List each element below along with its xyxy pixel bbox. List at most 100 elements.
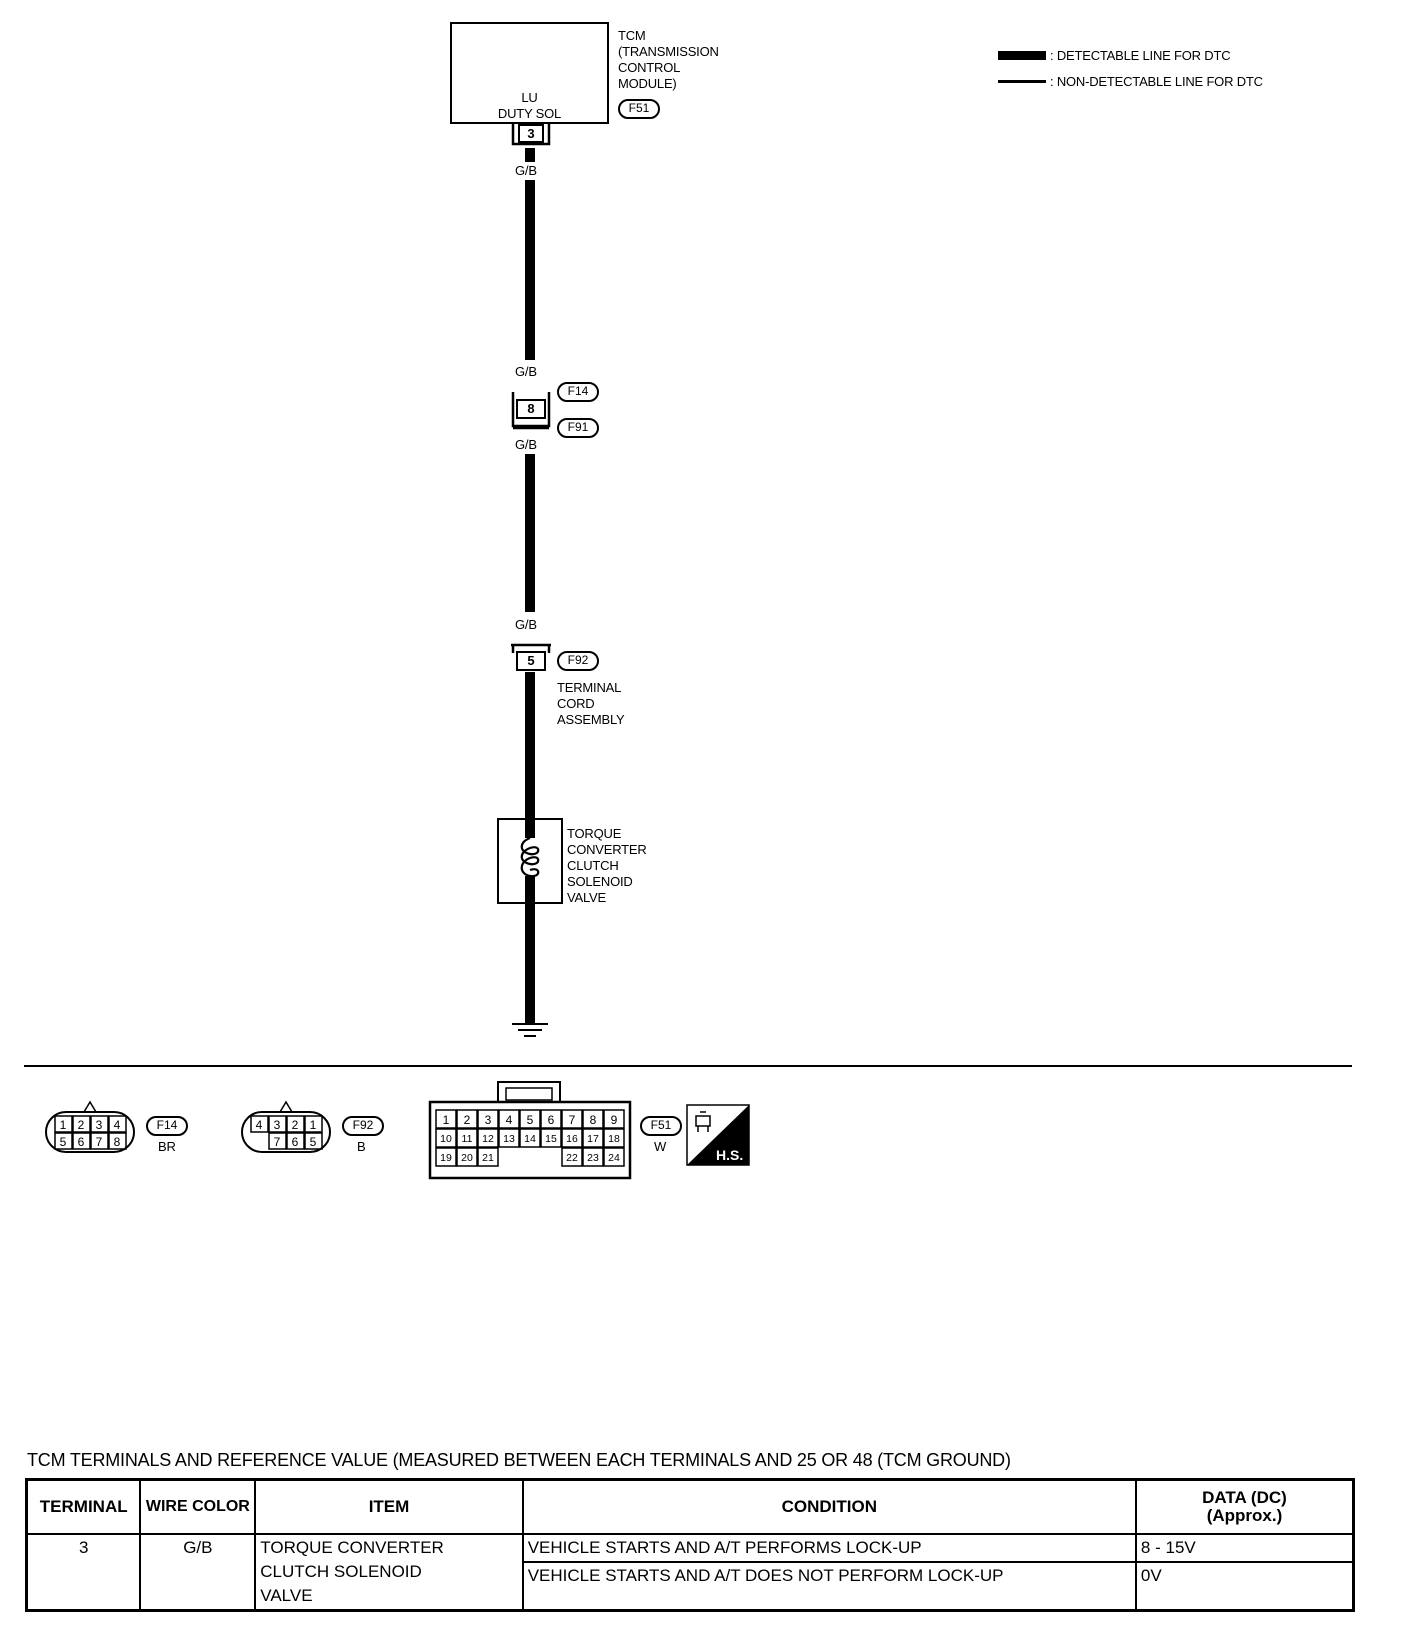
detectable-line-swatch — [998, 51, 1046, 60]
connector-f14-face: 1 2 3 4 5 6 7 8 — [45, 1100, 135, 1153]
f51-pin-20: 20 — [461, 1152, 473, 1164]
wire-segment-1 — [525, 148, 535, 162]
f92-color: B — [357, 1139, 366, 1154]
legend-detectable-label: : DETECTABLE LINE FOR DTC — [1050, 48, 1231, 63]
f51-color: W — [654, 1139, 667, 1154]
terminal-cord-label-2: CORD — [557, 696, 595, 711]
table-row: VEHICLE STARTS AND A/T DOES NOT PERFORM … — [27, 1561, 1355, 1611]
cell-item-line3: VALVE — [260, 1586, 313, 1605]
f51-pin-6: 6 — [548, 1113, 555, 1127]
solenoid-label-5: VALVE — [567, 890, 606, 905]
mid-connector-tag-bottom: F91 — [557, 418, 599, 438]
f14-tag: F14 — [146, 1116, 188, 1136]
solenoid-label-1: TORQUE — [567, 826, 622, 841]
table-caption: TCM TERMINALS AND REFERENCE VALUE (MEASU… — [27, 1450, 1011, 1470]
ground-icon — [512, 1023, 548, 1037]
table-row: 3 G/B TORQUE CONVERTER CLUTCH SOLENOID V… — [25, 1533, 1355, 1611]
cell-condition-1: VEHICLE STARTS AND A/T PERFORMS LOCK-UP — [521, 1533, 1137, 1562]
wire-segment-5 — [525, 903, 535, 1023]
f51-pin-4: 4 — [506, 1113, 513, 1127]
f51-pin-3: 3 — [485, 1113, 492, 1127]
f92-pin-5: 5 — [310, 1135, 317, 1149]
tcm-connector-tag: F51 — [618, 99, 660, 119]
f92-tag: F92 — [342, 1116, 384, 1136]
solenoid-label-4: SOLENOID — [567, 874, 633, 889]
terminal-cord-tag: F92 — [557, 651, 599, 671]
f51-pin-7: 7 — [569, 1113, 576, 1127]
cell-item-line2: CLUTCH SOLENOID — [260, 1562, 422, 1581]
f14-pin-7: 7 — [96, 1135, 103, 1149]
header-wire-color: WIRE COLOR — [139, 1478, 257, 1535]
tcm-inner-lu: LU — [521, 90, 538, 105]
f51-pin-12: 12 — [482, 1133, 494, 1145]
tcm-title: TCM — [618, 28, 646, 43]
f14-pin-2: 2 — [78, 1118, 85, 1132]
terminal-cord-label-1: TERMINAL — [557, 680, 622, 695]
connector-f51-face: 1 2 3 4 5 6 7 8 9 10 11 12 13 14 15 16 1… — [428, 1081, 632, 1180]
header-terminal: TERMINAL — [25, 1478, 142, 1535]
f14-pin-4: 4 — [114, 1118, 121, 1132]
f51-pin-13: 13 — [503, 1133, 515, 1145]
wire-segment-4 — [525, 672, 535, 820]
f51-pin-8: 8 — [590, 1113, 597, 1127]
f51-pin-24: 24 — [608, 1152, 620, 1164]
f14-pin-8: 8 — [114, 1135, 121, 1149]
header-data-line2: (Approx.) — [1206, 1506, 1283, 1525]
cell-item-line1: TORQUE CONVERTER — [260, 1538, 444, 1557]
terminal-cord-pin-5: 5 — [516, 651, 546, 671]
f51-pin-23: 23 — [587, 1152, 599, 1164]
mid-connector-bracket — [511, 392, 551, 430]
wire-color-label-1: G/B — [515, 163, 537, 178]
f51-pin-16: 16 — [566, 1133, 578, 1145]
wire-color-label-3: G/B — [515, 437, 537, 452]
f51-pin-15: 15 — [545, 1133, 557, 1145]
f51-pin-18: 18 — [608, 1133, 620, 1145]
f92-pin-4: 4 — [256, 1118, 263, 1132]
f14-pin-3: 3 — [96, 1118, 103, 1132]
harness-side-icon: H.S. — [686, 1104, 750, 1166]
f51-pin-5: 5 — [527, 1113, 534, 1127]
tcm-pin-3: 3 — [518, 124, 544, 143]
connector-f92-face: 4 3 2 1 7 6 5 — [241, 1100, 331, 1153]
f92-pin-6: 6 — [292, 1135, 299, 1149]
f92-pin-2: 2 — [292, 1118, 299, 1132]
f51-tag: F51 — [640, 1116, 682, 1136]
legend-non-detectable-label: : NON-DETECTABLE LINE FOR DTC — [1050, 74, 1263, 89]
mid-connector-tag-top: F14 — [557, 382, 599, 402]
cell-condition-2: VEHICLE STARTS AND A/T DOES NOT PERFORM … — [521, 1561, 1137, 1611]
terminal-cord-bracket — [511, 643, 551, 653]
tcm-inner-duty-sol: DUTY SOL — [497, 106, 562, 121]
f92-pin-7: 7 — [274, 1135, 281, 1149]
wire-segment-2 — [525, 180, 535, 360]
wire-segment-3 — [525, 454, 535, 612]
header-data-line1: DATA (DC) — [1202, 1488, 1287, 1507]
cell-data-1: 8 - 15V — [1134, 1533, 1355, 1562]
terminal-cord-label-3: ASSEMBLY — [557, 712, 625, 727]
cell-item: TORQUE CONVERTER CLUTCH SOLENOID VALVE — [254, 1533, 524, 1611]
tcm-box: LU DUTY SOL — [450, 22, 609, 124]
section-divider — [24, 1065, 1352, 1067]
non-detectable-line-swatch — [998, 80, 1046, 83]
f51-pin-17: 17 — [587, 1133, 599, 1145]
f51-pin-19: 19 — [440, 1152, 452, 1164]
f51-pin-11: 11 — [462, 1133, 473, 1145]
f14-pin-1: 1 — [60, 1118, 67, 1132]
f51-pin-1: 1 — [443, 1113, 450, 1127]
cell-wire-color: G/B — [139, 1533, 257, 1611]
f51-pin-14: 14 — [524, 1133, 536, 1145]
wire-color-label-2: G/B — [515, 364, 537, 379]
cell-terminal: 3 — [25, 1533, 142, 1611]
header-condition: CONDITION — [521, 1478, 1137, 1535]
f14-pin-6: 6 — [78, 1135, 85, 1149]
solenoid-label-3: CLUTCH — [567, 858, 619, 873]
f92-pin-1: 1 — [310, 1118, 317, 1132]
mid-connector-pin-8: 8 — [516, 399, 546, 419]
solenoid-coil-icon — [520, 818, 540, 904]
header-item: ITEM — [254, 1478, 524, 1535]
header-data: DATA (DC) (Approx.) — [1134, 1478, 1355, 1535]
hs-label: H.S. — [716, 1147, 743, 1163]
tcm-pin-bracket — [511, 124, 551, 146]
f51-pin-9: 9 — [611, 1113, 618, 1127]
f14-color: BR — [158, 1139, 176, 1154]
f92-pin-3: 3 — [274, 1118, 281, 1132]
